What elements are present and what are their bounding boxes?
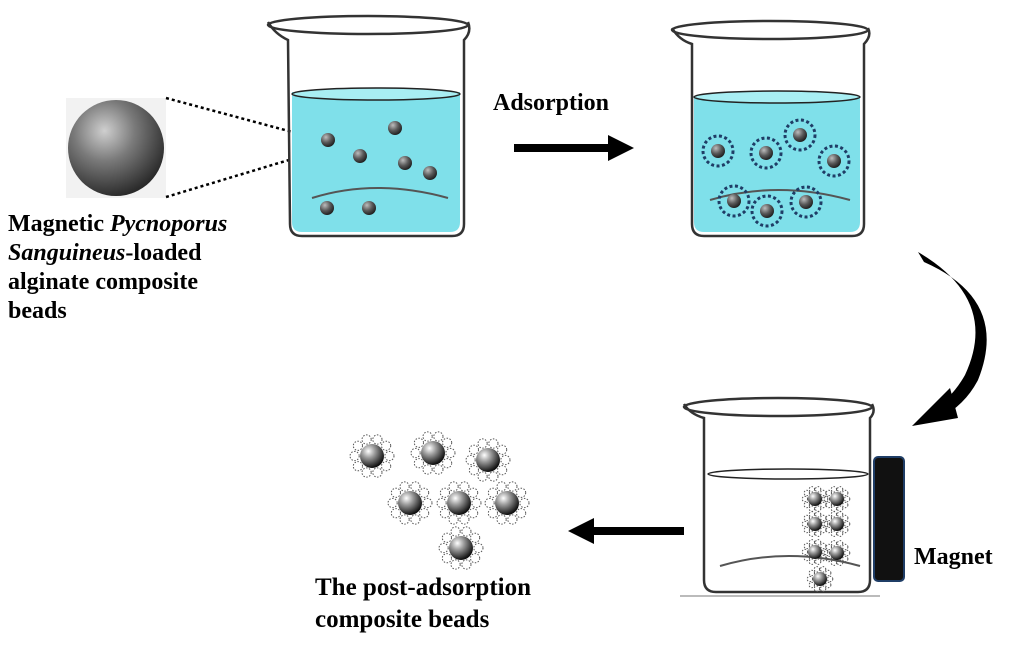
bead xyxy=(320,201,334,215)
loaded-bead-icon xyxy=(410,431,456,475)
return-arrow-icon xyxy=(568,518,684,544)
loaded-bead-icon xyxy=(801,486,829,512)
magnet-icon xyxy=(873,456,905,582)
loaded-bead-icon xyxy=(438,526,484,570)
loaded-bead-icon xyxy=(823,540,851,566)
loaded-bead-icon xyxy=(806,566,834,592)
magnet-label: Magnet xyxy=(914,544,993,570)
beads-suspended xyxy=(320,121,437,215)
bead xyxy=(388,121,402,135)
loaded-bead-icon xyxy=(436,481,482,525)
beads-with-adsorbate xyxy=(701,118,851,228)
bead-description-label: Magnetic Pycnoporus Sanguineus-loaded al… xyxy=(8,211,228,324)
adsorption-arrow-icon xyxy=(514,135,634,161)
loaded-bead-icon xyxy=(349,434,395,478)
beaker-before-adsorption xyxy=(266,14,471,238)
loaded-bead-icon xyxy=(465,438,511,482)
beads-attracted-to-magnet xyxy=(801,486,851,592)
bead xyxy=(362,201,376,215)
curved-arrow-icon xyxy=(912,252,987,426)
bead-closeup-icon xyxy=(66,98,166,198)
loaded-bead-icon xyxy=(823,486,851,512)
post-adsorption-beads xyxy=(349,431,530,570)
beaker-magnetic-separation xyxy=(680,396,880,597)
loaded-bead-icon xyxy=(801,511,829,537)
loaded-bead-icon xyxy=(387,481,433,525)
post-adsorption-label: The post-adsorption composite beads xyxy=(315,574,532,633)
loaded-bead-icon xyxy=(484,481,530,525)
bead xyxy=(353,149,367,163)
adsorption-label: Adsorption xyxy=(493,90,610,116)
loaded-bead-icon xyxy=(823,511,851,537)
bead xyxy=(398,156,412,170)
beaker-during-adsorption xyxy=(670,19,871,238)
bead xyxy=(321,133,335,147)
bead xyxy=(423,166,437,180)
